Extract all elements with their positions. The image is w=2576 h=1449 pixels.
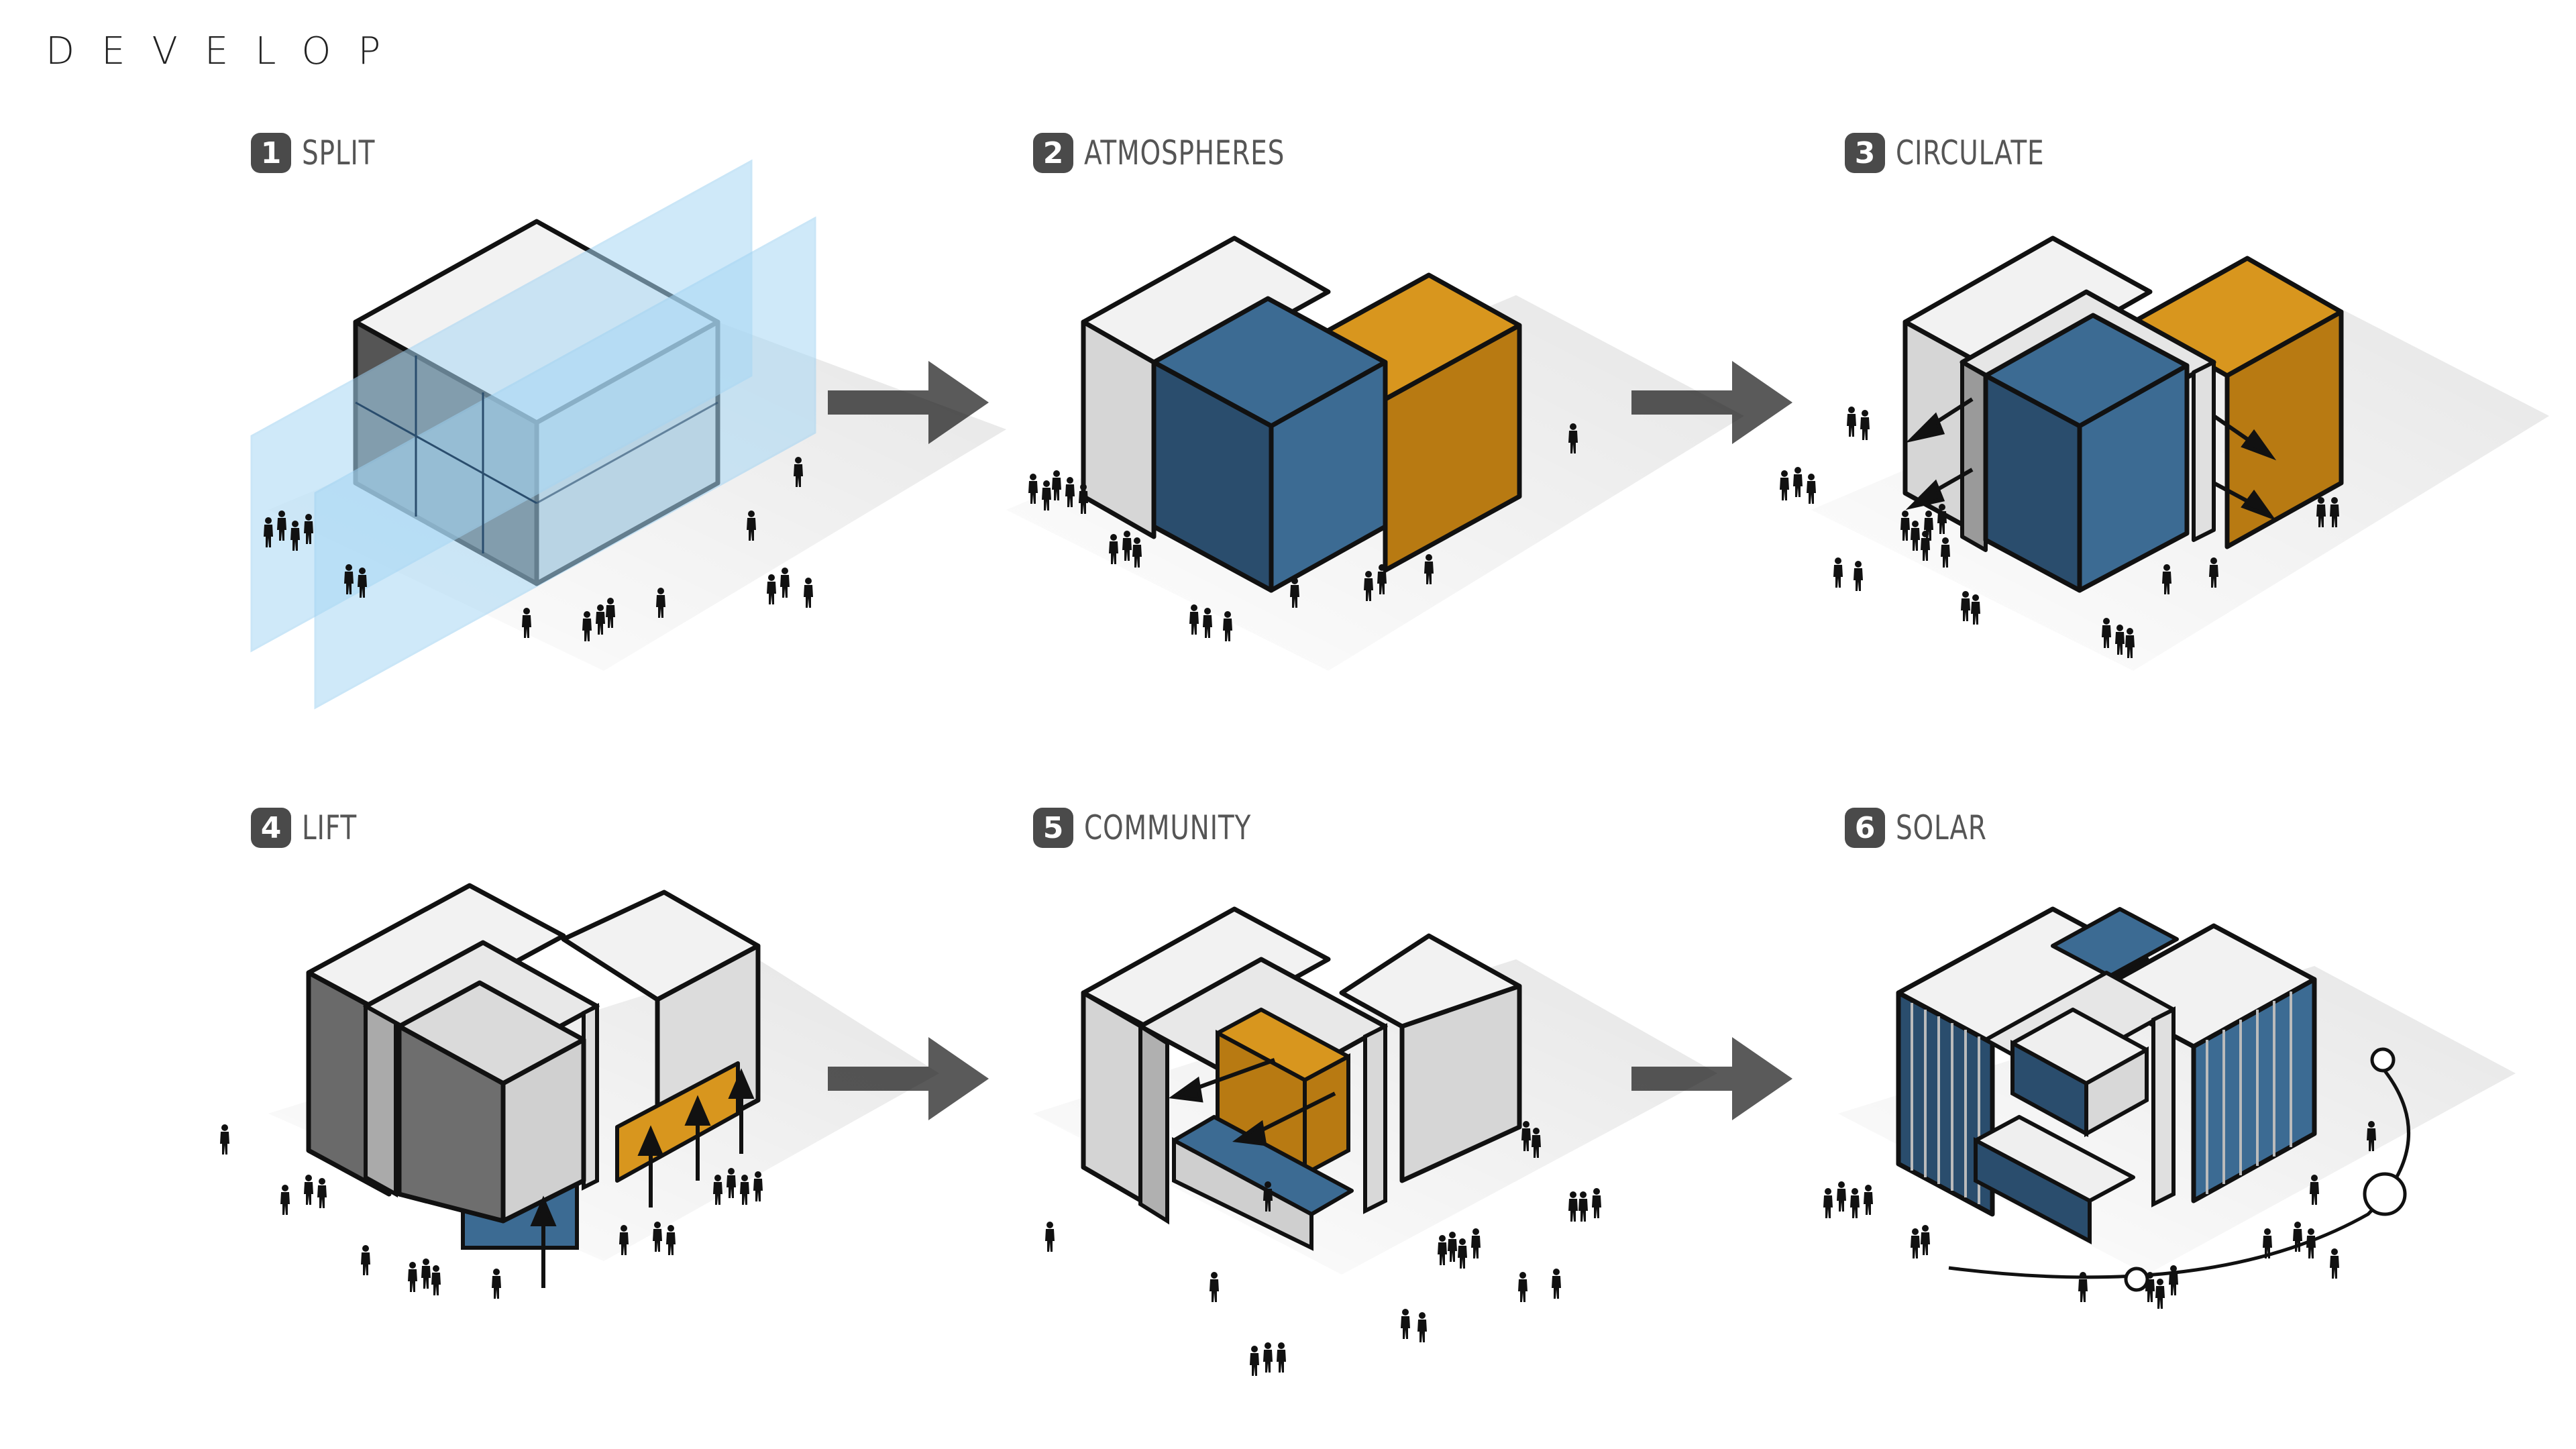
sun-position-large-icon	[2363, 1172, 2407, 1216]
step-4-title: LIFT	[302, 808, 357, 847]
step-1-label: 1 SPLIT	[251, 133, 396, 173]
step-5-badge: 5	[1033, 808, 1073, 848]
step-5-title: COMMUNITY	[1084, 808, 1252, 847]
step-3-title: CIRCULATE	[1896, 133, 2045, 172]
sun-position-small-icon	[2124, 1267, 2149, 1292]
step-6-label: 6 SOLAR	[1845, 808, 2012, 848]
step-4-badge: 4	[251, 808, 291, 848]
step-3-diagram	[1780, 235, 2549, 671]
step-1-title: SPLIT	[302, 133, 376, 172]
step-2-diagram	[1006, 235, 1744, 671]
step-2-title: ATMOSPHERES	[1084, 133, 1285, 172]
step-6-diagram	[1823, 906, 2516, 1309]
step-2-label: 2 ATMOSPHERES	[1033, 133, 1342, 173]
step-4-diagram	[220, 883, 939, 1299]
step-6-badge: 6	[1845, 808, 1885, 848]
step-2-badge: 2	[1033, 133, 1073, 173]
step-1-badge: 1	[251, 133, 291, 173]
step-4-label: 4 LIFT	[251, 808, 372, 848]
sun-position-top-icon	[2370, 1047, 2396, 1073]
step-6-title: SOLAR	[1896, 808, 1987, 847]
step-5-label: 5 COMMUNITY	[1033, 808, 1298, 848]
page-heading: DEVELOP	[46, 30, 408, 73]
step-3-badge: 3	[1845, 133, 1885, 173]
step-3-label: 3 CIRCULATE	[1845, 133, 2086, 173]
step-5-diagram	[1033, 906, 1717, 1376]
step-1-diagram	[250, 159, 1006, 710]
